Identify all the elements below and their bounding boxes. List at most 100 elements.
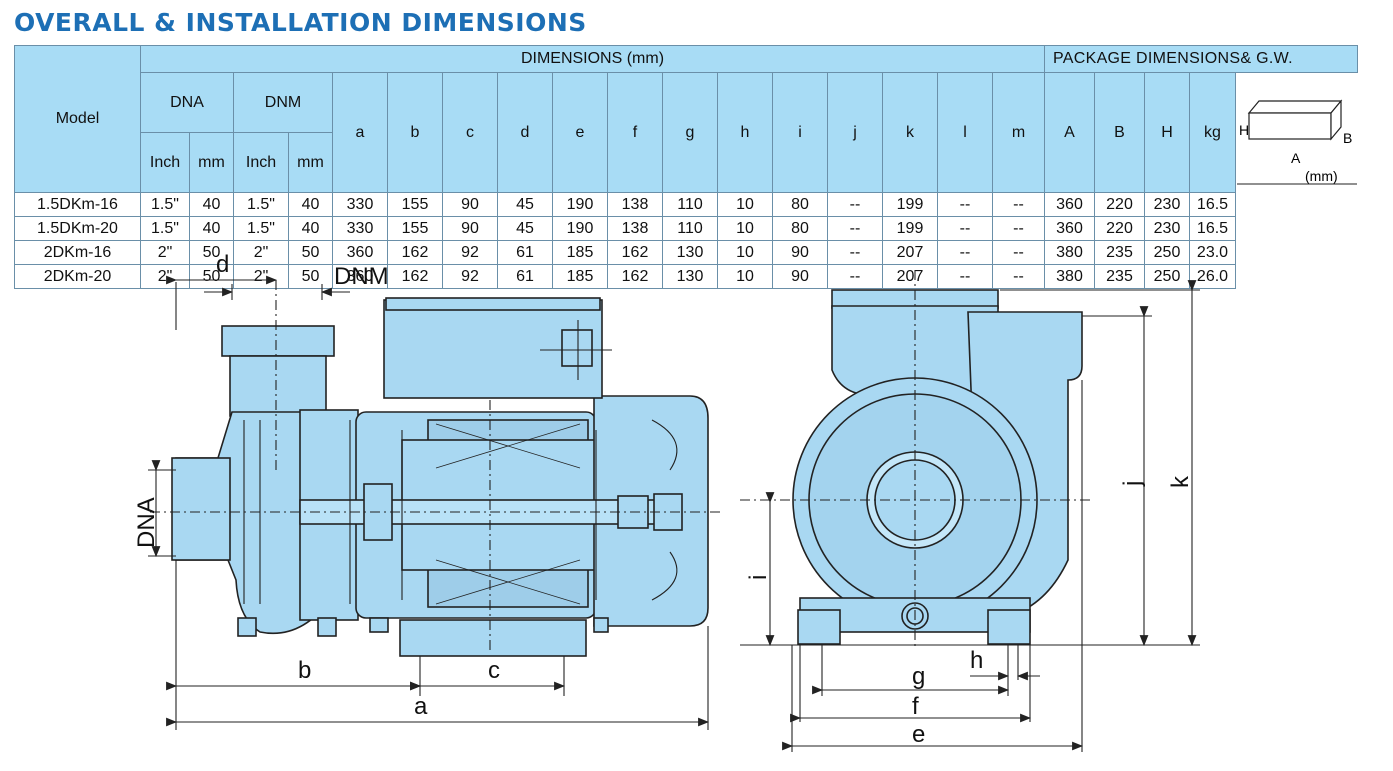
label-d: d — [216, 251, 229, 278]
value-cell: 235 — [1094, 239, 1145, 265]
value-cell: -- — [937, 191, 993, 217]
value-cell: 380 — [1044, 263, 1095, 289]
package-header: PACKAGE DIMENSIONS& G.W. — [1044, 45, 1358, 73]
value-cell: 110 — [662, 191, 718, 217]
value-cell: -- — [937, 239, 993, 265]
value-cell: 26.0 — [1189, 263, 1236, 289]
dnm-mm-header: mm — [288, 131, 333, 193]
value-cell: 16.5 — [1189, 215, 1236, 241]
value-cell: 40 — [189, 191, 234, 217]
value-cell: 155 — [387, 215, 443, 241]
value-cell: 40 — [288, 191, 333, 217]
col-j: j — [827, 72, 883, 193]
dnm-header: DNM — [233, 72, 333, 133]
value-cell: 10 — [717, 191, 773, 217]
value-cell: 50 — [189, 239, 234, 265]
value-cell: 45 — [497, 215, 553, 241]
col-pkg-h: H — [1144, 72, 1190, 193]
value-cell: 10 — [717, 239, 773, 265]
dimensions-header: DIMENSIONS (mm) — [140, 45, 1045, 73]
value-cell: 90 — [442, 191, 498, 217]
value-cell: 162 — [607, 239, 663, 265]
col-k: k — [882, 72, 938, 193]
box-b-label: B — [1343, 130, 1352, 146]
col-g: g — [662, 72, 718, 193]
value-cell: 92 — [442, 263, 498, 289]
dnm-inch-header: Inch — [233, 131, 289, 193]
model-cell: 1.5DKm-20 — [14, 215, 141, 241]
value-cell: 207 — [882, 239, 938, 265]
model-cell: 2DKm-20 — [14, 263, 141, 289]
value-cell: 190 — [552, 215, 608, 241]
value-cell: -- — [827, 263, 883, 289]
value-cell: 220 — [1094, 191, 1145, 217]
dna-inch-header: Inch — [140, 131, 190, 193]
col-h: h — [717, 72, 773, 193]
value-cell: 2" — [233, 239, 289, 265]
pump-front-view — [792, 289, 1083, 645]
box-unit-label: (mm) — [1305, 168, 1338, 184]
value-cell: 360 — [1044, 191, 1095, 217]
label-i: i — [745, 575, 772, 580]
col-i: i — [772, 72, 828, 193]
value-cell: -- — [992, 263, 1045, 289]
value-cell: 40 — [288, 215, 333, 241]
value-cell: 162 — [387, 263, 443, 289]
value-cell: 23.0 — [1189, 239, 1236, 265]
value-cell: 10 — [717, 263, 773, 289]
box-a-label: A — [1291, 150, 1301, 166]
value-cell: 250 — [1144, 263, 1190, 289]
value-cell: 92 — [442, 239, 498, 265]
dna-header: DNA — [140, 72, 234, 133]
label-e: e — [912, 721, 925, 748]
value-cell: -- — [827, 239, 883, 265]
model-header: Model — [14, 45, 141, 193]
box-h-label: H — [1239, 122, 1249, 138]
col-b: b — [387, 72, 443, 193]
value-cell: -- — [937, 263, 993, 289]
value-cell: 230 — [1144, 215, 1190, 241]
value-cell: 1.5" — [233, 215, 289, 241]
col-l: l — [937, 72, 993, 193]
package-box-diagram: H B A (mm) — [1236, 99, 1357, 185]
value-cell: 130 — [662, 263, 718, 289]
value-cell: 1.5" — [233, 191, 289, 217]
col-e: e — [552, 72, 608, 193]
col-pkg-b: B — [1094, 72, 1145, 193]
value-cell: 138 — [607, 191, 663, 217]
value-cell: 10 — [717, 215, 773, 241]
value-cell: 90 — [772, 263, 828, 289]
value-cell: 90 — [772, 239, 828, 265]
label-h: h — [970, 647, 983, 674]
label-f: f — [912, 693, 919, 720]
value-cell: 230 — [1144, 191, 1190, 217]
value-cell: 61 — [497, 239, 553, 265]
value-cell: 110 — [662, 215, 718, 241]
dimensions-table: Model DIMENSIONS (mm) PACKAGE DIMENSIONS… — [14, 45, 1358, 289]
value-cell: 235 — [1094, 263, 1145, 289]
dna-mm-header: mm — [189, 131, 234, 193]
model-cell: 2DKm-16 — [14, 239, 141, 265]
col-c: c — [442, 72, 498, 193]
value-cell: 380 — [1044, 239, 1095, 265]
value-cell: 190 — [552, 191, 608, 217]
label-a: a — [414, 693, 428, 720]
value-cell: 185 — [552, 263, 608, 289]
value-cell: 162 — [607, 263, 663, 289]
model-cell: 1.5DKm-16 — [14, 191, 141, 217]
value-cell: 61 — [497, 263, 553, 289]
label-g: g — [912, 663, 925, 690]
value-cell: 207 — [882, 263, 938, 289]
label-dnm: DNM — [334, 263, 389, 290]
value-cell: 50 — [288, 239, 333, 265]
label-c: c — [488, 657, 500, 684]
col-f: f — [607, 72, 663, 193]
package-box-cell: H B A (mm) — [1235, 72, 1358, 192]
pump-side-view — [171, 297, 709, 657]
label-b: b — [298, 657, 311, 684]
